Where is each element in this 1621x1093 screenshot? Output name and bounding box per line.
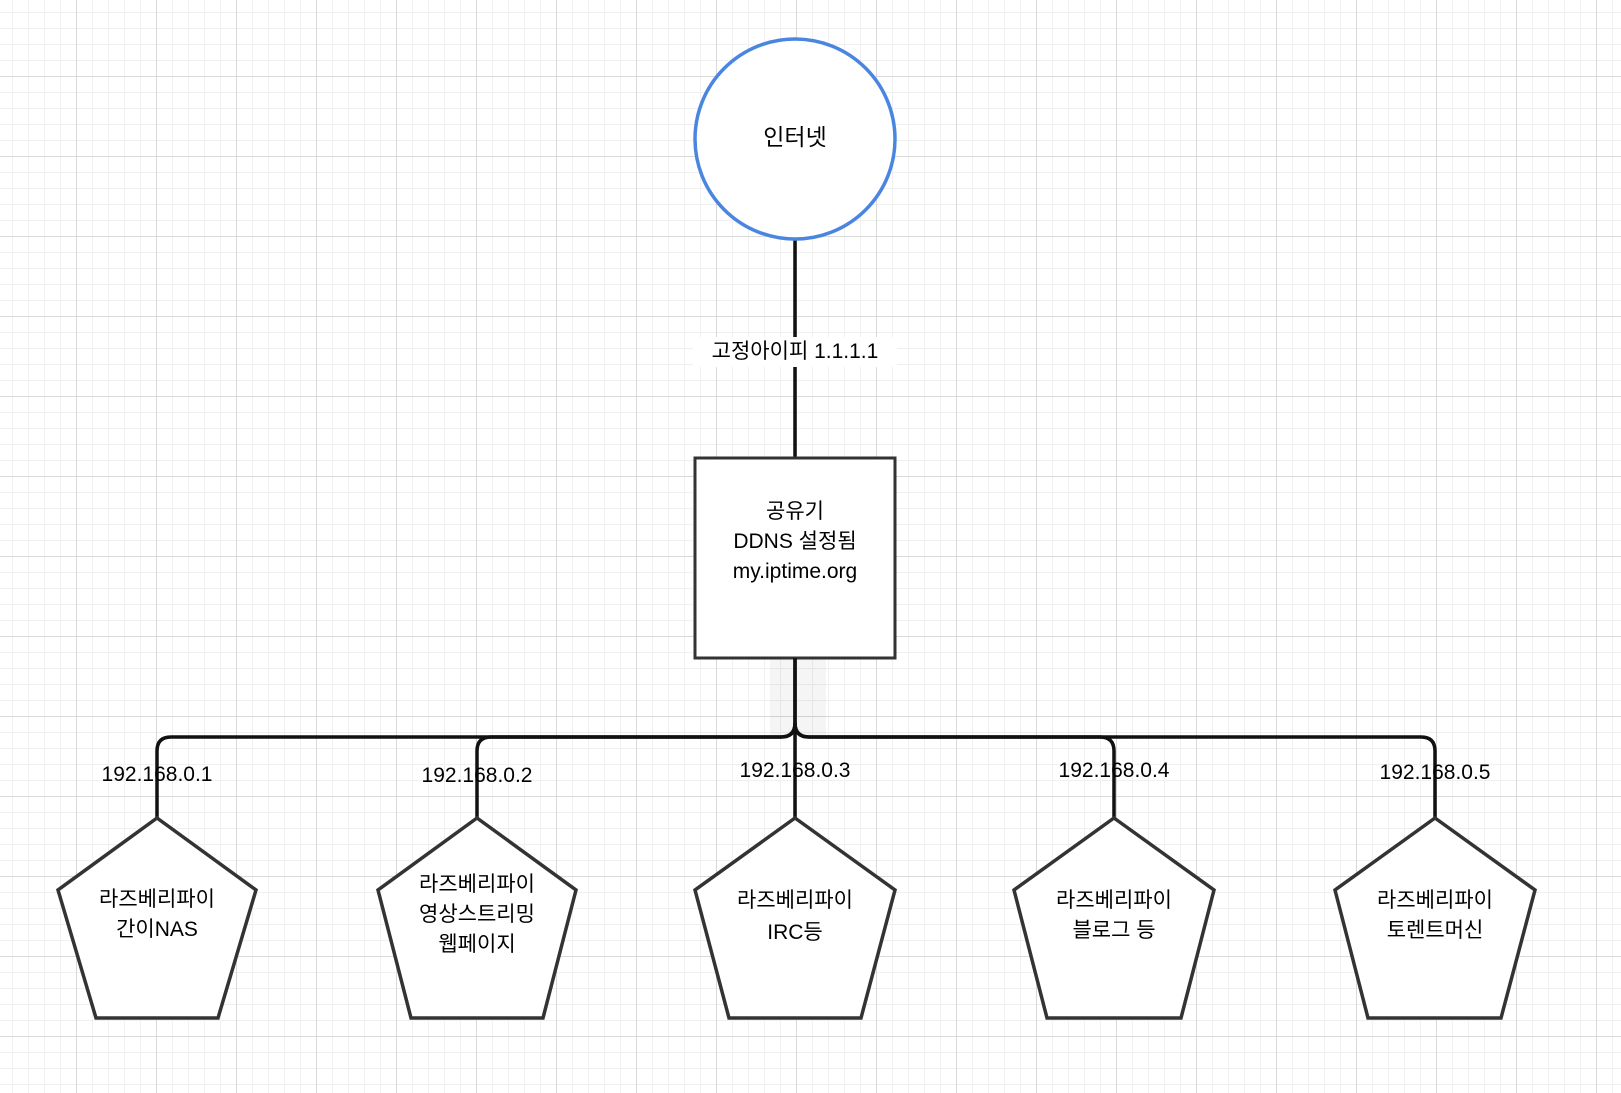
device-label-4: 라즈베리파이 블로그 등 <box>1014 886 1214 946</box>
router-label: 공유기 DDNS 설정됨 my.iptime.org <box>695 497 895 587</box>
device-ip-2: 192.168.0.2 <box>421 764 533 787</box>
router-label-line-3: my.iptime.org <box>732 560 858 583</box>
device-ip-5: 192.168.0.5 <box>1379 761 1491 784</box>
tree-connectors <box>155 658 1437 818</box>
device-label-3: 라즈베리파이 IRC등 <box>695 885 895 949</box>
device-label-2: 라즈베리파이 영상스트리밍 웹페이지 <box>377 870 577 960</box>
device-ip-1: 192.168.0.1 <box>101 763 213 786</box>
device-ip-3: 192.168.0.3 <box>739 759 851 782</box>
device-1-line-2: 간이NAS <box>116 918 198 941</box>
link-device-5[interactable] <box>793 722 1437 818</box>
device-label-5: 라즈베리파이 토렌트머신 <box>1335 886 1535 946</box>
internet-label: 인터넷 <box>763 124 827 150</box>
static-ip-label: 고정아이피 1.1.1.1 <box>693 337 897 367</box>
connector-shadow <box>770 655 826 735</box>
device-2-line-1: 라즈베리파이 <box>419 873 535 896</box>
device-2-line-2: 영상스트리밍 <box>419 903 535 926</box>
device-4-line-2: 블로그 등 <box>1072 919 1156 942</box>
device-ip-4: 192.168.0.4 <box>1058 759 1170 782</box>
device-3-line-1: 라즈베리파이 <box>737 889 853 912</box>
device-node-4[interactable] <box>1012 815 1216 1020</box>
router-label-line-2: DDNS 설정됨 <box>733 530 857 553</box>
device-1-line-1: 라즈베리파이 <box>99 888 215 911</box>
device-2-line-3: 웹페이지 <box>438 933 516 956</box>
device-5-line-2: 토렌트머신 <box>1386 919 1484 942</box>
device-node-2[interactable] <box>376 815 578 1020</box>
device-3-line-2: IRC등 <box>767 921 823 944</box>
device-node-1[interactable] <box>55 815 259 1020</box>
internet-node[interactable] <box>693 37 897 241</box>
device-node-5[interactable] <box>1333 815 1538 1020</box>
device-label-1: 라즈베리파이 간이NAS <box>57 885 257 945</box>
device-4-line-1: 라즈베리파이 <box>1056 889 1172 912</box>
device-node-3[interactable] <box>692 815 898 1020</box>
router-label-line-1: 공유기 <box>766 500 824 523</box>
device-5-line-1: 라즈베리파이 <box>1377 889 1493 912</box>
